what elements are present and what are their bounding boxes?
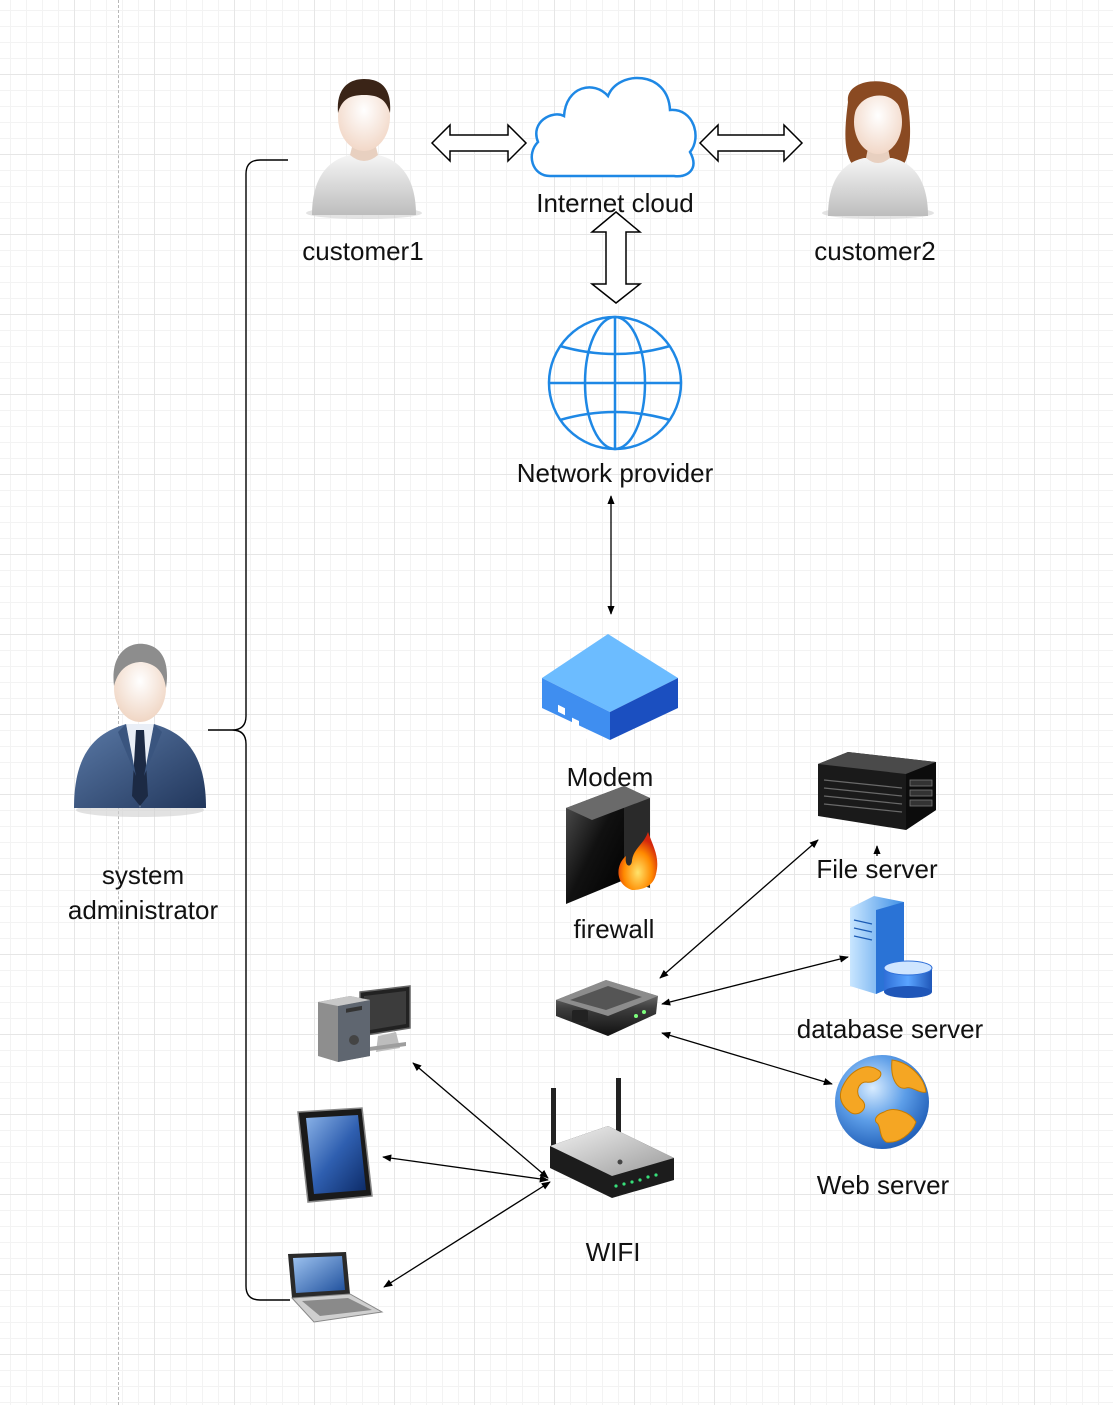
- admin-bracket: [208, 159, 290, 1301]
- network-provider-label: Network provider: [516, 458, 714, 488]
- laptop-node[interactable]: [284, 1250, 384, 1326]
- internet-cloud-node[interactable]: [528, 66, 700, 181]
- tablet-icon: [297, 1107, 373, 1203]
- system-administrator-node[interactable]: [70, 636, 210, 818]
- modem-icon: [542, 634, 678, 742]
- customer2-label: customer2: [814, 236, 936, 266]
- database-server-icon: [850, 896, 933, 998]
- web-globe-icon: [835, 1055, 929, 1149]
- laptop-icon: [288, 1252, 384, 1323]
- desktop-computer-icon: [318, 985, 411, 1062]
- rack-server-icon: [818, 752, 936, 830]
- double-arrow-customer1-cloud: [430, 123, 528, 163]
- wifi-node[interactable]: [546, 1076, 676, 1200]
- admin-user-icon: [74, 643, 206, 817]
- database-server-node[interactable]: [846, 894, 936, 998]
- firewall-label: firewall: [573, 914, 655, 944]
- double-arrow-cloud-customer2: [698, 123, 804, 163]
- modem-label: Modem: [566, 762, 654, 792]
- arrow-wifi-tablet: [382, 1154, 549, 1183]
- internet-cloud-label: Internet cloud: [536, 188, 694, 218]
- file-server-label: File server: [816, 854, 938, 884]
- tablet-node[interactable]: [296, 1106, 374, 1204]
- system-administrator-label: system administrator: [67, 860, 219, 925]
- router-node[interactable]: [550, 970, 662, 1040]
- arrow-router-fileserver: [659, 839, 819, 979]
- web-server-label: Web server: [816, 1170, 950, 1200]
- firewall-icon: [566, 786, 658, 904]
- wifi-router-icon: [550, 1078, 674, 1198]
- arrow-router-web: [661, 1031, 833, 1086]
- desktop-node[interactable]: [316, 984, 414, 1064]
- file-server-node[interactable]: [814, 750, 938, 832]
- female-user-icon: [822, 81, 934, 219]
- male-user-icon: [306, 79, 422, 219]
- cloud-icon: [530, 76, 697, 178]
- web-server-node[interactable]: [832, 1052, 934, 1152]
- arrow-wifi-desktop: [412, 1062, 549, 1179]
- network-provider-node[interactable]: [546, 314, 684, 452]
- double-arrow-cloud-provider: [589, 211, 643, 304]
- customer1-label: customer1: [302, 236, 424, 266]
- customer2-node[interactable]: [812, 72, 942, 220]
- modem-node[interactable]: [540, 632, 680, 742]
- wifi-label: WIFI: [585, 1237, 641, 1267]
- router-icon: [556, 980, 658, 1036]
- database-server-label: database server: [796, 1014, 984, 1044]
- arrow-router-database: [661, 955, 849, 1006]
- globe-icon: [547, 315, 683, 451]
- customer1-node[interactable]: [298, 75, 428, 220]
- firewall-node[interactable]: [562, 784, 662, 906]
- arrow-wifi-laptop: [383, 1181, 551, 1288]
